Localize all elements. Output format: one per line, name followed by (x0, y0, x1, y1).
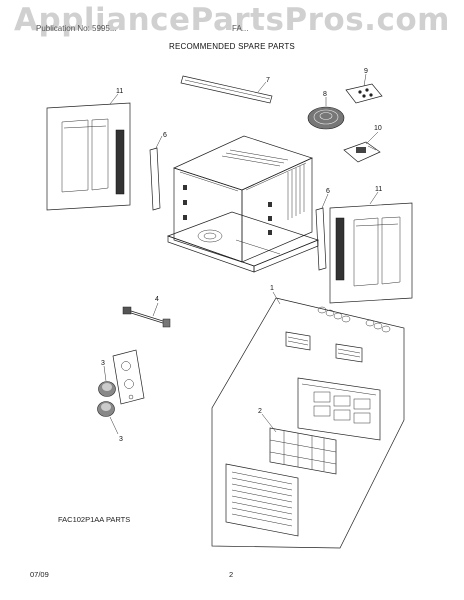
publication-label: Publication No: 5995... (36, 24, 117, 33)
top-rail[interactable] (180, 75, 273, 104)
foam-seal-left[interactable] (149, 147, 161, 211)
leader-3-upper (103, 365, 107, 382)
control-module[interactable] (343, 141, 381, 163)
callout-6-left: 6 (163, 132, 167, 139)
leader-6-right (321, 193, 329, 209)
side-curtain-left[interactable] (46, 102, 131, 211)
callout-11-left: 11 (116, 88, 123, 95)
callout-11-right: 11 (375, 186, 382, 193)
leader-2 (261, 413, 277, 433)
leader-7 (257, 81, 267, 93)
leader-11-right (369, 191, 379, 205)
leader-9 (363, 73, 367, 87)
control-knob-upper[interactable] (98, 381, 116, 397)
control-knob-lower[interactable] (97, 401, 115, 417)
callout-8: 8 (323, 91, 327, 98)
leader-6-left (155, 135, 163, 149)
callout-3-upper: 3 (101, 360, 105, 367)
leader-10 (365, 131, 379, 145)
footer-date: 07/09 (30, 570, 49, 579)
air-louver-right[interactable] (335, 343, 363, 363)
callout-1: 1 (270, 285, 274, 292)
control-bracket[interactable] (345, 83, 383, 104)
callout-6-right: 6 (326, 188, 330, 195)
control-panel[interactable] (112, 349, 145, 405)
page-number: 2 (229, 570, 234, 579)
front-grille-frame[interactable] (297, 377, 381, 441)
leader-4 (152, 302, 159, 317)
leader-3-lower (109, 416, 119, 435)
callout-4: 4 (155, 296, 159, 303)
front-panel-assembly-outline (211, 297, 405, 549)
air-louver-left[interactable] (285, 331, 311, 351)
callout-10: 10 (374, 125, 382, 132)
callout-2: 2 (258, 408, 262, 415)
callout-7: 7 (266, 77, 270, 84)
page-title: RECOMMENDED SPARE PARTS (169, 42, 295, 51)
watermark-logo: AppliancePartsPros.com (14, 2, 450, 38)
callout-9: 9 (364, 68, 368, 75)
model-fragment: FA... (232, 24, 249, 33)
front-intake-grille[interactable] (225, 463, 299, 537)
model-parts-label: FAC102P1AA PARTS (58, 515, 131, 524)
foam-seal-right[interactable] (315, 207, 327, 271)
leader-11-left (109, 93, 119, 105)
leader-1 (272, 291, 281, 305)
cabinet-housing[interactable] (166, 135, 320, 273)
wire-harness[interactable] (122, 306, 171, 328)
fastener-clips[interactable] (317, 306, 391, 333)
coil-insulation[interactable] (307, 106, 345, 130)
air-filter[interactable] (269, 427, 337, 475)
callout-3-lower: 3 (119, 436, 123, 443)
side-curtain-right[interactable] (329, 202, 413, 304)
